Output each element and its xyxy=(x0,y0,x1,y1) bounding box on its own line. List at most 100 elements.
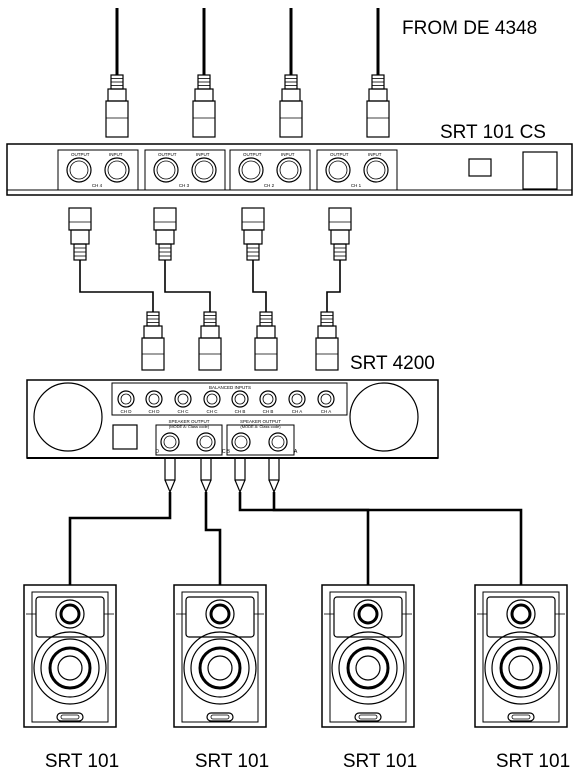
amp-input-jack: CH C xyxy=(174,390,192,414)
xlr-plug xyxy=(279,74,303,138)
bass-port-inner xyxy=(358,714,378,720)
interconnect-cable xyxy=(164,260,211,312)
right-fan xyxy=(349,382,419,452)
speaker-cabinet xyxy=(474,584,568,728)
speakon-plug-taper xyxy=(234,479,246,494)
xlr-plug xyxy=(141,311,165,371)
speaker-cabinet xyxy=(23,584,117,728)
channel-frame xyxy=(144,149,226,191)
woofer-dustcap xyxy=(57,655,83,681)
woofer-dustcap xyxy=(355,655,381,681)
woofer-cone xyxy=(198,646,242,690)
source-label: FROM DE 4348 xyxy=(402,18,537,39)
xlr-plug xyxy=(254,311,278,371)
speakon-plug-body xyxy=(268,457,280,481)
tweeter-ring xyxy=(55,599,85,629)
xlr-plug xyxy=(328,207,352,261)
output-jack xyxy=(153,157,179,183)
speakon-right xyxy=(196,432,216,452)
input-jack-inner xyxy=(279,160,299,180)
output-letter-left: B xyxy=(227,449,231,455)
input-jack xyxy=(191,157,217,183)
xlr-plug xyxy=(315,311,339,371)
jack-ring xyxy=(203,390,221,408)
speakon-left-inner xyxy=(163,435,177,449)
crossover-label: SRT 101 CS xyxy=(440,122,546,143)
tweeter-plate xyxy=(486,596,556,638)
speaker-label: SRT 101 xyxy=(496,751,570,772)
amp-input-jack: CH B xyxy=(231,390,249,414)
speaker-output-title: SPEAKER OUTPUT xyxy=(240,419,281,424)
speakon-right-inner xyxy=(199,435,213,449)
amp-input-label: CH C xyxy=(178,409,190,414)
xlr-plug xyxy=(241,207,265,261)
bass-port xyxy=(507,712,535,722)
tweeter-dome xyxy=(59,603,81,625)
speakon-plug xyxy=(200,457,212,494)
tweeter-plate xyxy=(333,596,403,638)
speaker-label: SRT 101 xyxy=(45,751,119,772)
plug-head xyxy=(279,100,303,138)
amp-input-label: CH D xyxy=(149,409,161,414)
bass-port xyxy=(354,712,382,722)
speaker-output-title: SPEAKER OUTPUT xyxy=(168,419,209,424)
amp-input-label: CH C xyxy=(207,409,219,414)
plug-body xyxy=(243,229,263,245)
output-jack xyxy=(325,157,351,183)
xlr-plug xyxy=(153,207,177,261)
channel-frame xyxy=(57,149,139,191)
speaker: SRT 101 xyxy=(173,584,269,772)
jack-inner xyxy=(234,393,246,405)
input-jack-inner xyxy=(366,160,386,180)
woofer-surround xyxy=(190,638,250,698)
tweeter-ring xyxy=(205,599,235,629)
output-jack-inner xyxy=(241,160,261,180)
woofer-surround xyxy=(40,638,100,698)
jack-inner xyxy=(177,393,189,405)
speakon-left-inner xyxy=(234,435,248,449)
plug-body xyxy=(317,325,337,339)
bass-port-inner xyxy=(210,714,230,720)
speaker-label: SRT 101 xyxy=(195,751,269,772)
amp-input-label: CH A xyxy=(292,409,303,414)
xlr-plug xyxy=(68,207,92,261)
woofer-cone xyxy=(499,646,543,690)
plug-head xyxy=(105,100,129,138)
xlr-plug xyxy=(366,74,390,138)
jack-ring xyxy=(288,390,306,408)
jack-inner xyxy=(148,393,160,405)
speaker-output-frame xyxy=(155,424,223,456)
jack-inner xyxy=(206,393,218,405)
crossover-to-amp-cables xyxy=(68,207,352,371)
channel-input-label: INPUT xyxy=(109,152,123,157)
amp-input-label: CH B xyxy=(263,409,274,414)
speaker-baffle xyxy=(181,591,259,723)
bass-port-inner xyxy=(511,714,531,720)
channel-output-label: OUTPUT xyxy=(330,152,349,157)
channel-input-label: INPUT xyxy=(281,152,295,157)
jack-inner xyxy=(291,393,303,405)
speakon-plug xyxy=(268,457,280,494)
speakon-plug-taper xyxy=(164,479,176,494)
output-letter-left: D xyxy=(155,449,159,455)
tweeter-ring xyxy=(353,599,383,629)
woofer-frame xyxy=(331,631,405,705)
speakon-left xyxy=(231,432,251,452)
speaker-cable xyxy=(68,492,172,585)
speaker-output-sub: (MODE A: Class code) xyxy=(169,424,210,429)
speakon-plug-body xyxy=(164,457,176,481)
channel-input-label: INPUT xyxy=(196,152,210,157)
amplifier-label: SRT 4200 xyxy=(350,353,435,374)
channel-output-label: OUTPUT xyxy=(71,152,90,157)
output-jack xyxy=(66,157,92,183)
jack-ring xyxy=(174,390,192,408)
woofer-surround xyxy=(491,638,551,698)
balanced-inputs-title: BALANCED INPUTS xyxy=(209,385,251,390)
jack-inner xyxy=(120,393,132,405)
speakon-right xyxy=(268,432,288,452)
amp-input-jack: CH A xyxy=(288,390,306,414)
plug-body xyxy=(194,88,214,102)
plug-head xyxy=(192,100,216,138)
